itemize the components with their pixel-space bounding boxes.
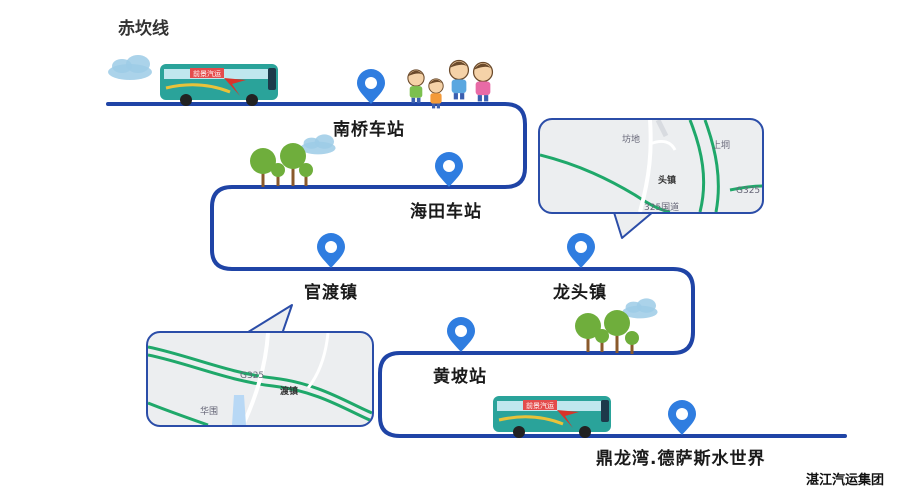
- station-label-huangpo: 黄坡站: [433, 367, 487, 387]
- company-footer: 湛江汽运集团: [805, 473, 884, 488]
- map-label: 渡镇: [280, 387, 299, 397]
- person-icon: [472, 61, 494, 102]
- location-pin-icon: [668, 400, 696, 435]
- tree-icon: [575, 313, 601, 352]
- station-label-longtou: 龙头镇: [553, 283, 607, 303]
- location-pin-icon: [447, 317, 475, 352]
- location-pin-icon: [357, 69, 385, 104]
- tree-icon: [625, 331, 639, 354]
- bus-wheel: [579, 426, 591, 438]
- map-roads: [540, 120, 762, 212]
- tree-icon: [604, 310, 630, 353]
- cloud-icon: [108, 55, 152, 80]
- location-pin-icon: [567, 233, 595, 268]
- tree-icon: [299, 163, 313, 186]
- bus-icon: 前景汽运: [160, 64, 278, 106]
- map-label: 上垌: [712, 141, 731, 151]
- location-pin-icon: [435, 152, 463, 187]
- map-label: 325国道: [644, 203, 680, 213]
- map-label: 华围: [200, 407, 219, 417]
- tree-icon: [280, 143, 306, 186]
- bus-wheel: [180, 94, 192, 106]
- map-thumbnail-longtou: 坊地 上垌 头镇 G325 325国道: [538, 118, 764, 214]
- cloud-icon: [300, 134, 336, 155]
- route-title: 赤坎线: [118, 19, 169, 39]
- station-label-guandu: 官渡镇: [304, 283, 358, 303]
- tree-icon: [271, 163, 285, 186]
- bus-wheel: [513, 426, 525, 438]
- map-callout-pointer: [244, 304, 293, 335]
- bus-sign-text: 前景汽运: [526, 401, 554, 410]
- cloud-icon: [622, 298, 658, 319]
- station-label-haitian: 海田车站: [410, 202, 482, 222]
- map-thumbnail-guandu: G325 渡镇 华围: [146, 331, 374, 427]
- bus-sign-text: 前景汽运: [193, 69, 221, 78]
- route-line: [106, 102, 847, 438]
- map-roads: [148, 333, 372, 425]
- bus-wheel: [246, 94, 258, 106]
- person-icon: [428, 78, 444, 109]
- map-label: G325: [240, 371, 265, 381]
- bus-icon: 前景汽运: [493, 396, 611, 438]
- map-label: 头镇: [658, 176, 677, 186]
- station-label-dinglongwan: 鼎龙湾.德萨斯水世界: [596, 449, 766, 469]
- location-pin-icon: [317, 233, 345, 268]
- person-icon: [407, 69, 425, 104]
- map-label: 坊地: [622, 135, 641, 145]
- map-label: G325: [736, 186, 761, 196]
- tree-icon: [595, 329, 609, 352]
- station-label-nanqiao: 南桥车站: [333, 120, 405, 140]
- person-icon: [448, 59, 470, 100]
- tree-icon: [250, 148, 276, 187]
